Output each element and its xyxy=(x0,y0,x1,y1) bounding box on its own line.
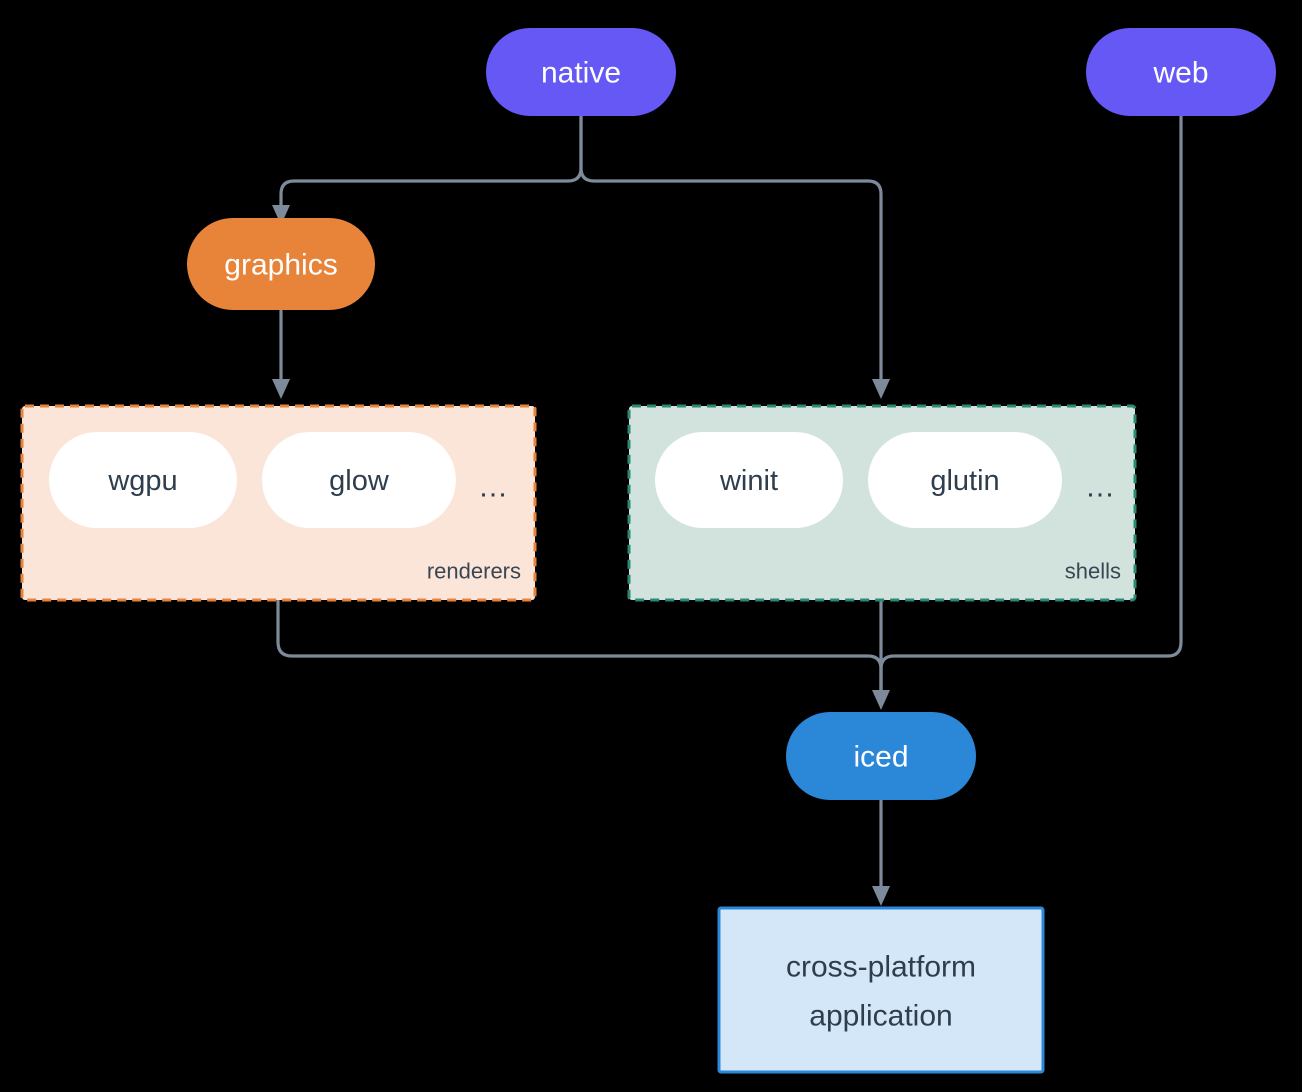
cluster-shells-label: shells xyxy=(1065,559,1121,584)
pill-wgpu[interactable]: wgpu xyxy=(49,432,237,528)
pill-winit[interactable]: winit xyxy=(655,432,843,528)
node-native[interactable]: native xyxy=(486,28,676,116)
arrow-head-icon xyxy=(872,886,890,906)
edge-layer xyxy=(272,115,1183,906)
cluster-shells: winit glutin … shells xyxy=(627,404,1137,602)
node-graphics-label: graphics xyxy=(224,249,337,282)
cluster-renderers: wgpu glow … renderers xyxy=(20,404,537,602)
pill-winit-label: winit xyxy=(719,465,778,497)
edge-native-to-graphics xyxy=(272,115,583,225)
pill-wgpu-label: wgpu xyxy=(107,465,177,497)
node-graphics[interactable]: graphics xyxy=(187,218,375,310)
pill-glow[interactable]: glow xyxy=(262,432,456,528)
renderers-ellipsis: … xyxy=(478,471,508,504)
arrow-head-icon xyxy=(272,379,290,399)
node-app-label-line2: application xyxy=(809,1000,952,1033)
edge-native-to-shells xyxy=(579,115,890,399)
node-web[interactable]: web xyxy=(1086,28,1276,116)
node-iced[interactable]: iced xyxy=(786,712,976,800)
edge-web-to-iced xyxy=(879,115,1183,696)
edge-graphics-to-renderers xyxy=(272,309,290,399)
node-cross-platform-application[interactable]: cross-platform application xyxy=(717,906,1045,1074)
edge-renderers-to-iced xyxy=(276,599,883,696)
edge-iced-to-app xyxy=(872,799,890,906)
pill-glutin[interactable]: glutin xyxy=(868,432,1062,528)
shells-ellipsis: … xyxy=(1085,471,1115,504)
node-native-label: native xyxy=(541,57,621,90)
node-iced-label: iced xyxy=(853,741,908,774)
node-app-label-line1: cross-platform xyxy=(786,951,976,984)
arrow-head-icon xyxy=(872,690,890,710)
pill-glow-label: glow xyxy=(329,465,390,497)
pill-glutin-label: glutin xyxy=(930,465,999,497)
arrow-head-icon xyxy=(272,205,290,225)
node-web-label: web xyxy=(1152,57,1208,90)
cluster-renderers-label: renderers xyxy=(427,559,521,584)
arrow-head-icon xyxy=(872,379,890,399)
